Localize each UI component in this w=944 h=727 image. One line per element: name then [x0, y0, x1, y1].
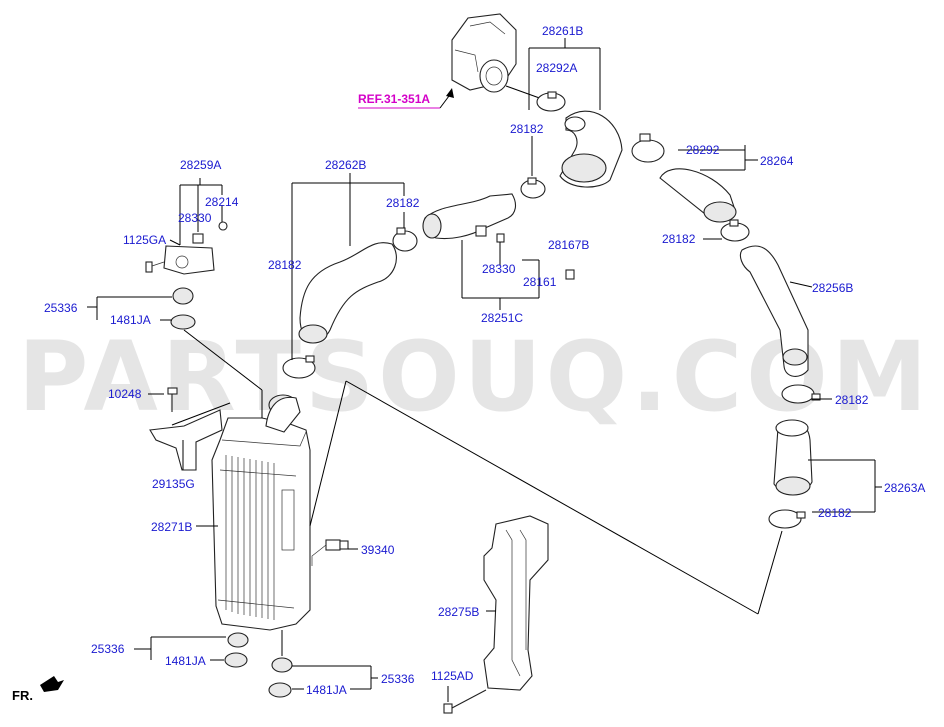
- label-28182-c[interactable]: 28182: [386, 196, 420, 210]
- throttle-body-part[interactable]: [451, 13, 517, 93]
- label-39340[interactable]: 39340: [361, 543, 395, 557]
- label-1125GA[interactable]: 1125GA: [123, 233, 166, 247]
- watermark-text: PARTSOUQ.COM: [18, 321, 931, 433]
- clamp-28292-part[interactable]: [631, 133, 665, 163]
- clamp-28292A-part[interactable]: [536, 91, 566, 112]
- label-28263A[interactable]: 28263A: [884, 481, 925, 495]
- pipe-28251C-part[interactable]: [422, 193, 517, 240]
- hose-28261B-part[interactable]: [559, 110, 623, 188]
- label-28292[interactable]: 28292: [686, 143, 720, 157]
- front-direction-arrow-icon: [40, 676, 64, 692]
- label-1481JA-a[interactable]: 1481JA: [110, 313, 151, 327]
- insulator-1481JA-lower-left-part[interactable]: [224, 652, 248, 668]
- label-29135G[interactable]: 29135G: [152, 477, 195, 491]
- label-25336-a[interactable]: 25336: [44, 301, 78, 315]
- label-28182-d[interactable]: 28182: [268, 258, 302, 272]
- label-25336-c[interactable]: 25336: [381, 672, 415, 686]
- nut-28330-upper-part[interactable]: [192, 233, 204, 244]
- hose-28262B-part[interactable]: [298, 242, 397, 344]
- label-28271B[interactable]: 28271B: [151, 520, 192, 534]
- label-28262B[interactable]: 28262B: [325, 158, 366, 172]
- label-28182-f[interactable]: 28182: [818, 506, 852, 520]
- pipe-28256B-part[interactable]: [739, 245, 809, 377]
- intercooler-28271B-part[interactable]: [211, 394, 311, 631]
- label-1481JA-b[interactable]: 1481JA: [165, 654, 206, 668]
- label-1125AD[interactable]: 1125AD: [431, 669, 474, 683]
- insulator-1481JA-upper-part[interactable]: [170, 314, 196, 330]
- hose-28263A-part[interactable]: [773, 419, 813, 496]
- bracket-29135G-part[interactable]: [149, 409, 223, 471]
- label-28259A[interactable]: 28259A: [180, 158, 221, 172]
- clamp-28182-center-part[interactable]: [392, 227, 418, 252]
- sensor-39340-part[interactable]: [311, 539, 349, 566]
- label-28261B[interactable]: 28261B: [542, 24, 583, 38]
- bolt-1125AD-part[interactable]: [443, 689, 487, 714]
- label-28275B[interactable]: 28275B: [438, 605, 479, 619]
- label-28182-a[interactable]: 28182: [510, 122, 544, 136]
- label-28167B[interactable]: 28167B: [548, 238, 589, 252]
- grommet-25336-upper-part[interactable]: [172, 287, 194, 305]
- clamp-28182-mid-right-part[interactable]: [781, 384, 821, 404]
- nut-28330-lower-part[interactable]: [496, 233, 505, 243]
- clamp-28182-upper-part[interactable]: [520, 177, 546, 199]
- label-28182-b[interactable]: 28182: [662, 232, 696, 246]
- label-28182-e[interactable]: 28182: [835, 393, 869, 407]
- label-28161[interactable]: 28161: [523, 275, 557, 289]
- label-25336-b[interactable]: 25336: [91, 642, 125, 656]
- hose-28264-part[interactable]: [659, 168, 737, 223]
- bolt-28214-part[interactable]: [218, 221, 228, 231]
- label-28292A[interactable]: 28292A: [536, 61, 577, 75]
- label-1481JA-c[interactable]: 1481JA: [306, 683, 347, 697]
- label-28264[interactable]: 28264: [760, 154, 794, 168]
- part-number-labels: 28261B 28292A 28182 28292 28264 28182 28…: [44, 24, 925, 697]
- grommet-25336-lower-left-part[interactable]: [227, 632, 249, 648]
- bolt-10248-part[interactable]: [167, 387, 178, 412]
- label-28330-a[interactable]: 28330: [178, 211, 212, 225]
- label-28256B[interactable]: 28256B: [812, 281, 853, 295]
- bolt-28167B-part[interactable]: [565, 269, 575, 280]
- clamp-28182-right-part[interactable]: [720, 219, 750, 242]
- clamp-28182-lower-right-part[interactable]: [768, 509, 806, 529]
- orientation-label: FR.: [12, 688, 33, 703]
- clamp-28182-left-part[interactable]: [282, 355, 316, 379]
- label-28251C[interactable]: 28251C: [481, 311, 523, 325]
- label-10248[interactable]: 10248: [108, 387, 142, 401]
- label-28214[interactable]: 28214: [205, 195, 239, 209]
- shield-28275B-part[interactable]: [483, 515, 549, 691]
- label-28330-b[interactable]: 28330: [482, 262, 516, 276]
- grommet-25336-lower-right-part[interactable]: [271, 657, 293, 673]
- insulator-1481JA-lower-right-part[interactable]: [268, 682, 292, 698]
- reference-label[interactable]: REF.31-351A: [358, 92, 430, 106]
- bolt-1125GA-upper-part[interactable]: [145, 261, 165, 273]
- bracket-28259A-part[interactable]: [163, 245, 215, 275]
